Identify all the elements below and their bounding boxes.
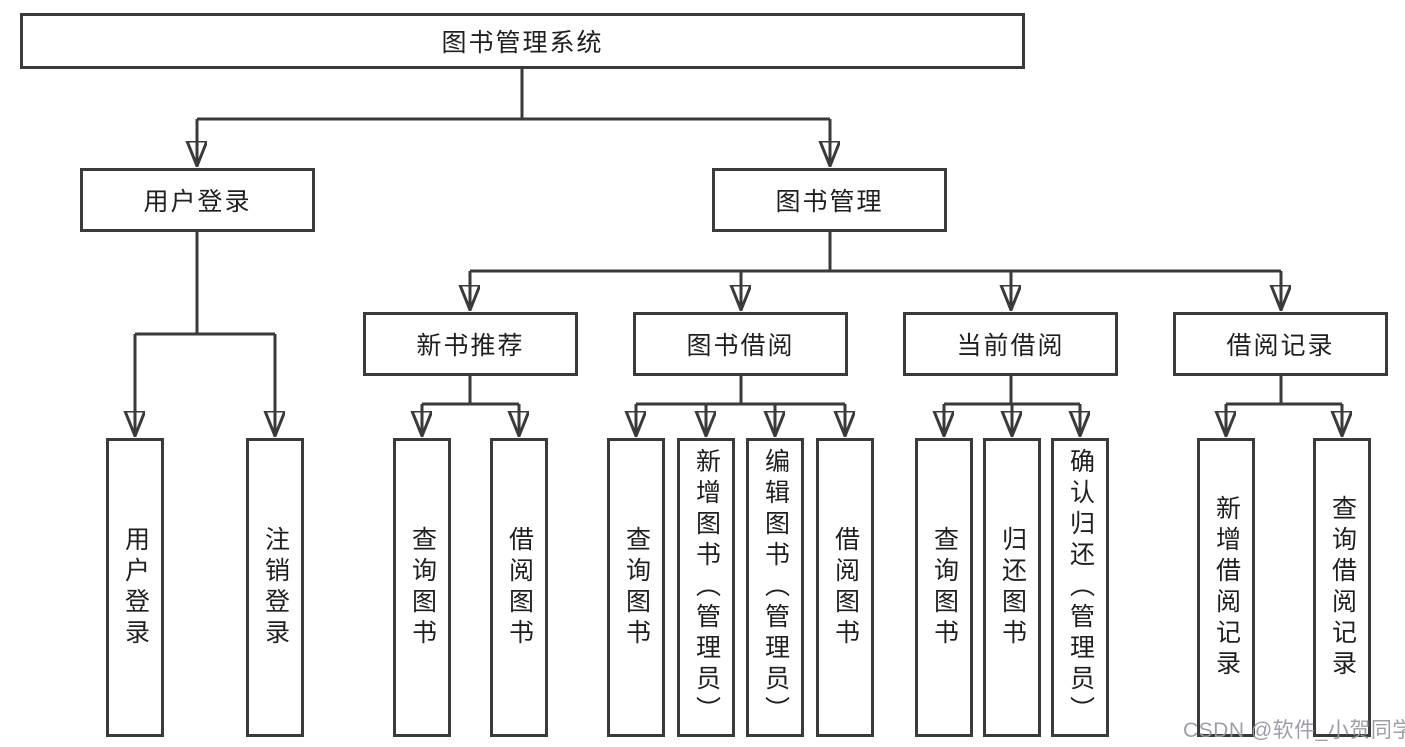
node-user-login: 用户登录 [80,168,315,232]
node-borrow-books-recommend: 借阅图书 [490,438,548,737]
node-add-books-admin: 新增图书（管理员） [677,438,735,737]
leaf-label: 注销登录 [261,525,290,650]
connector-user-login [135,232,275,436]
leaf-label: 查询借阅记录 [1328,494,1357,681]
node-logout: 注销登录 [246,438,304,737]
node-user-login-leaf: 用户登录 [106,438,164,737]
connector-new-book-recommend [422,376,519,436]
leaf-label: 借阅图书 [505,525,534,650]
node-edit-books-admin: 编辑图书（管理员） [746,438,804,737]
node-borrow-books-borrowing: 借阅图书 [816,438,874,737]
leaf-label: 编辑图书（管理员） [761,448,790,727]
node-current-borrowing: 当前借阅 [903,312,1118,376]
node-add-borrow-record: 新增借阅记录 [1197,438,1255,737]
leaf-label: 查询图书 [622,525,651,650]
node-book-borrowing: 图书借阅 [633,312,848,376]
leaf-label: 新增图书（管理员） [692,448,721,727]
leaf-label: 确认归还（管理员） [1066,448,1095,727]
connector-book-borrowing [636,376,845,436]
node-book-management: 图书管理 [712,168,947,232]
connector-book-management [470,232,1281,310]
leaf-label: 归还图书 [998,525,1027,650]
connector-root [197,69,830,166]
leaf-label: 用户登录 [121,525,150,650]
node-query-books-current: 查询图书 [915,438,973,737]
node-new-book-recommend: 新书推荐 [363,312,578,376]
node-confirm-return-admin: 确认归还（管理员） [1051,438,1109,737]
node-borrowing-records: 借阅记录 [1173,312,1388,376]
node-return-books: 归还图书 [983,438,1041,737]
node-query-books-recommend: 查询图书 [393,438,451,737]
csdn-watermark: CSDN @软件_小贺同学 [1183,719,1405,742]
node-library-system: 图书管理系统 [20,13,1025,69]
leaf-label: 借阅图书 [831,525,860,650]
connector-current-borrowing [944,376,1080,436]
node-query-books-borrowing: 查询图书 [607,438,665,737]
leaf-label: 查询图书 [408,525,437,650]
node-query-borrow-record: 查询借阅记录 [1313,438,1371,737]
leaf-label: 新增借阅记录 [1212,494,1241,681]
leaf-label: 查询图书 [930,525,959,650]
connector-borrowing-records [1226,376,1342,436]
